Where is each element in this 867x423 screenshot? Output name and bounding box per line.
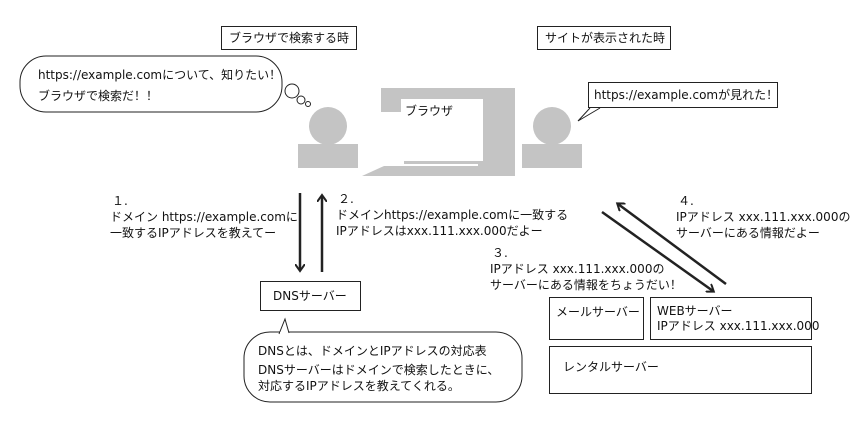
thought-bubble-shape bbox=[19, 55, 283, 113]
step3-line-1: IPアドレス xxx.111.xxx.000の bbox=[490, 262, 665, 276]
user-right-icon bbox=[522, 107, 582, 168]
dns-server-label: DNSサーバー bbox=[273, 289, 347, 303]
step2-line-2: IPアドレスはxxx.111.xxx.000だよー bbox=[336, 224, 543, 238]
step4-line-2: サーバーにある情報だよー bbox=[676, 226, 820, 240]
dns-note-line-2: DNSサーバーはドメインで検索したときに、 bbox=[258, 363, 500, 377]
user-left-icon bbox=[298, 107, 358, 168]
dns-note-line-3: 対応するIPアドレスを教えてくれる。 bbox=[258, 379, 460, 393]
arrow-step4 bbox=[618, 204, 727, 286]
thought-dot-small bbox=[305, 101, 311, 107]
step2-number: ２. bbox=[338, 192, 354, 206]
speech-bubble-text: https://example.comが見れた！ bbox=[594, 88, 779, 102]
web-server-label: WEBサーバー bbox=[657, 304, 733, 318]
dns-note-line-1: DNSとは、ドメインとIPアドレスの対応表 bbox=[258, 344, 487, 358]
speech-bubble-tail bbox=[577, 107, 601, 122]
thought-line-1: https://example.comについて、知りたい！ bbox=[38, 68, 282, 82]
step3-number: ３. bbox=[492, 246, 508, 260]
header-browser-search-text: ブラウザで検索する時 bbox=[229, 31, 350, 45]
header-site-displayed-text: サイトが表示された時 bbox=[545, 31, 666, 45]
thought-dot-medium bbox=[296, 95, 306, 105]
step4-line-1: IPアドレス xxx.111.xxx.000の bbox=[676, 210, 851, 224]
step1-line-1: ドメイン https://example.comに bbox=[110, 210, 298, 224]
header-site-displayed: サイトが表示された時 bbox=[537, 26, 671, 50]
rental-server-label: レンタルサーバー bbox=[563, 360, 659, 374]
laptop-label: ブラウザ bbox=[405, 104, 454, 118]
header-browser-search: ブラウザで検索する時 bbox=[221, 26, 357, 50]
dns-server-box: DNSサーバー bbox=[260, 281, 361, 311]
laptop-icon bbox=[362, 88, 515, 176]
step4-number: ４. bbox=[678, 194, 694, 208]
thought-line-2: ブラウザで検索だ！！ bbox=[38, 89, 159, 103]
mail-server-label: メールサーバー bbox=[556, 305, 640, 319]
step2-line-1: ドメインhttps://example.comに一致する bbox=[336, 208, 569, 222]
arrow-step3 bbox=[601, 210, 713, 291]
thought-dot-large bbox=[284, 83, 300, 99]
dns-note-shape bbox=[243, 331, 523, 403]
web-server-box: WEBサーバー IPアドレス xxx.111.xxx.000 bbox=[650, 297, 819, 340]
web-server-ip: IPアドレス xxx.111.xxx.000 bbox=[657, 319, 820, 333]
speech-bubble: https://example.comが見れた！ bbox=[588, 82, 778, 108]
rental-server-box: レンタルサーバー bbox=[549, 346, 812, 394]
mail-server-box: メールサーバー bbox=[549, 297, 644, 340]
step1-number: １. bbox=[112, 194, 128, 208]
step1-line-2: 一致するIPアドレスを教えてー bbox=[110, 226, 277, 240]
dns-note-tail bbox=[278, 317, 290, 335]
step3-line-2: サーバーにある情報をちょうだい！ bbox=[490, 278, 682, 292]
